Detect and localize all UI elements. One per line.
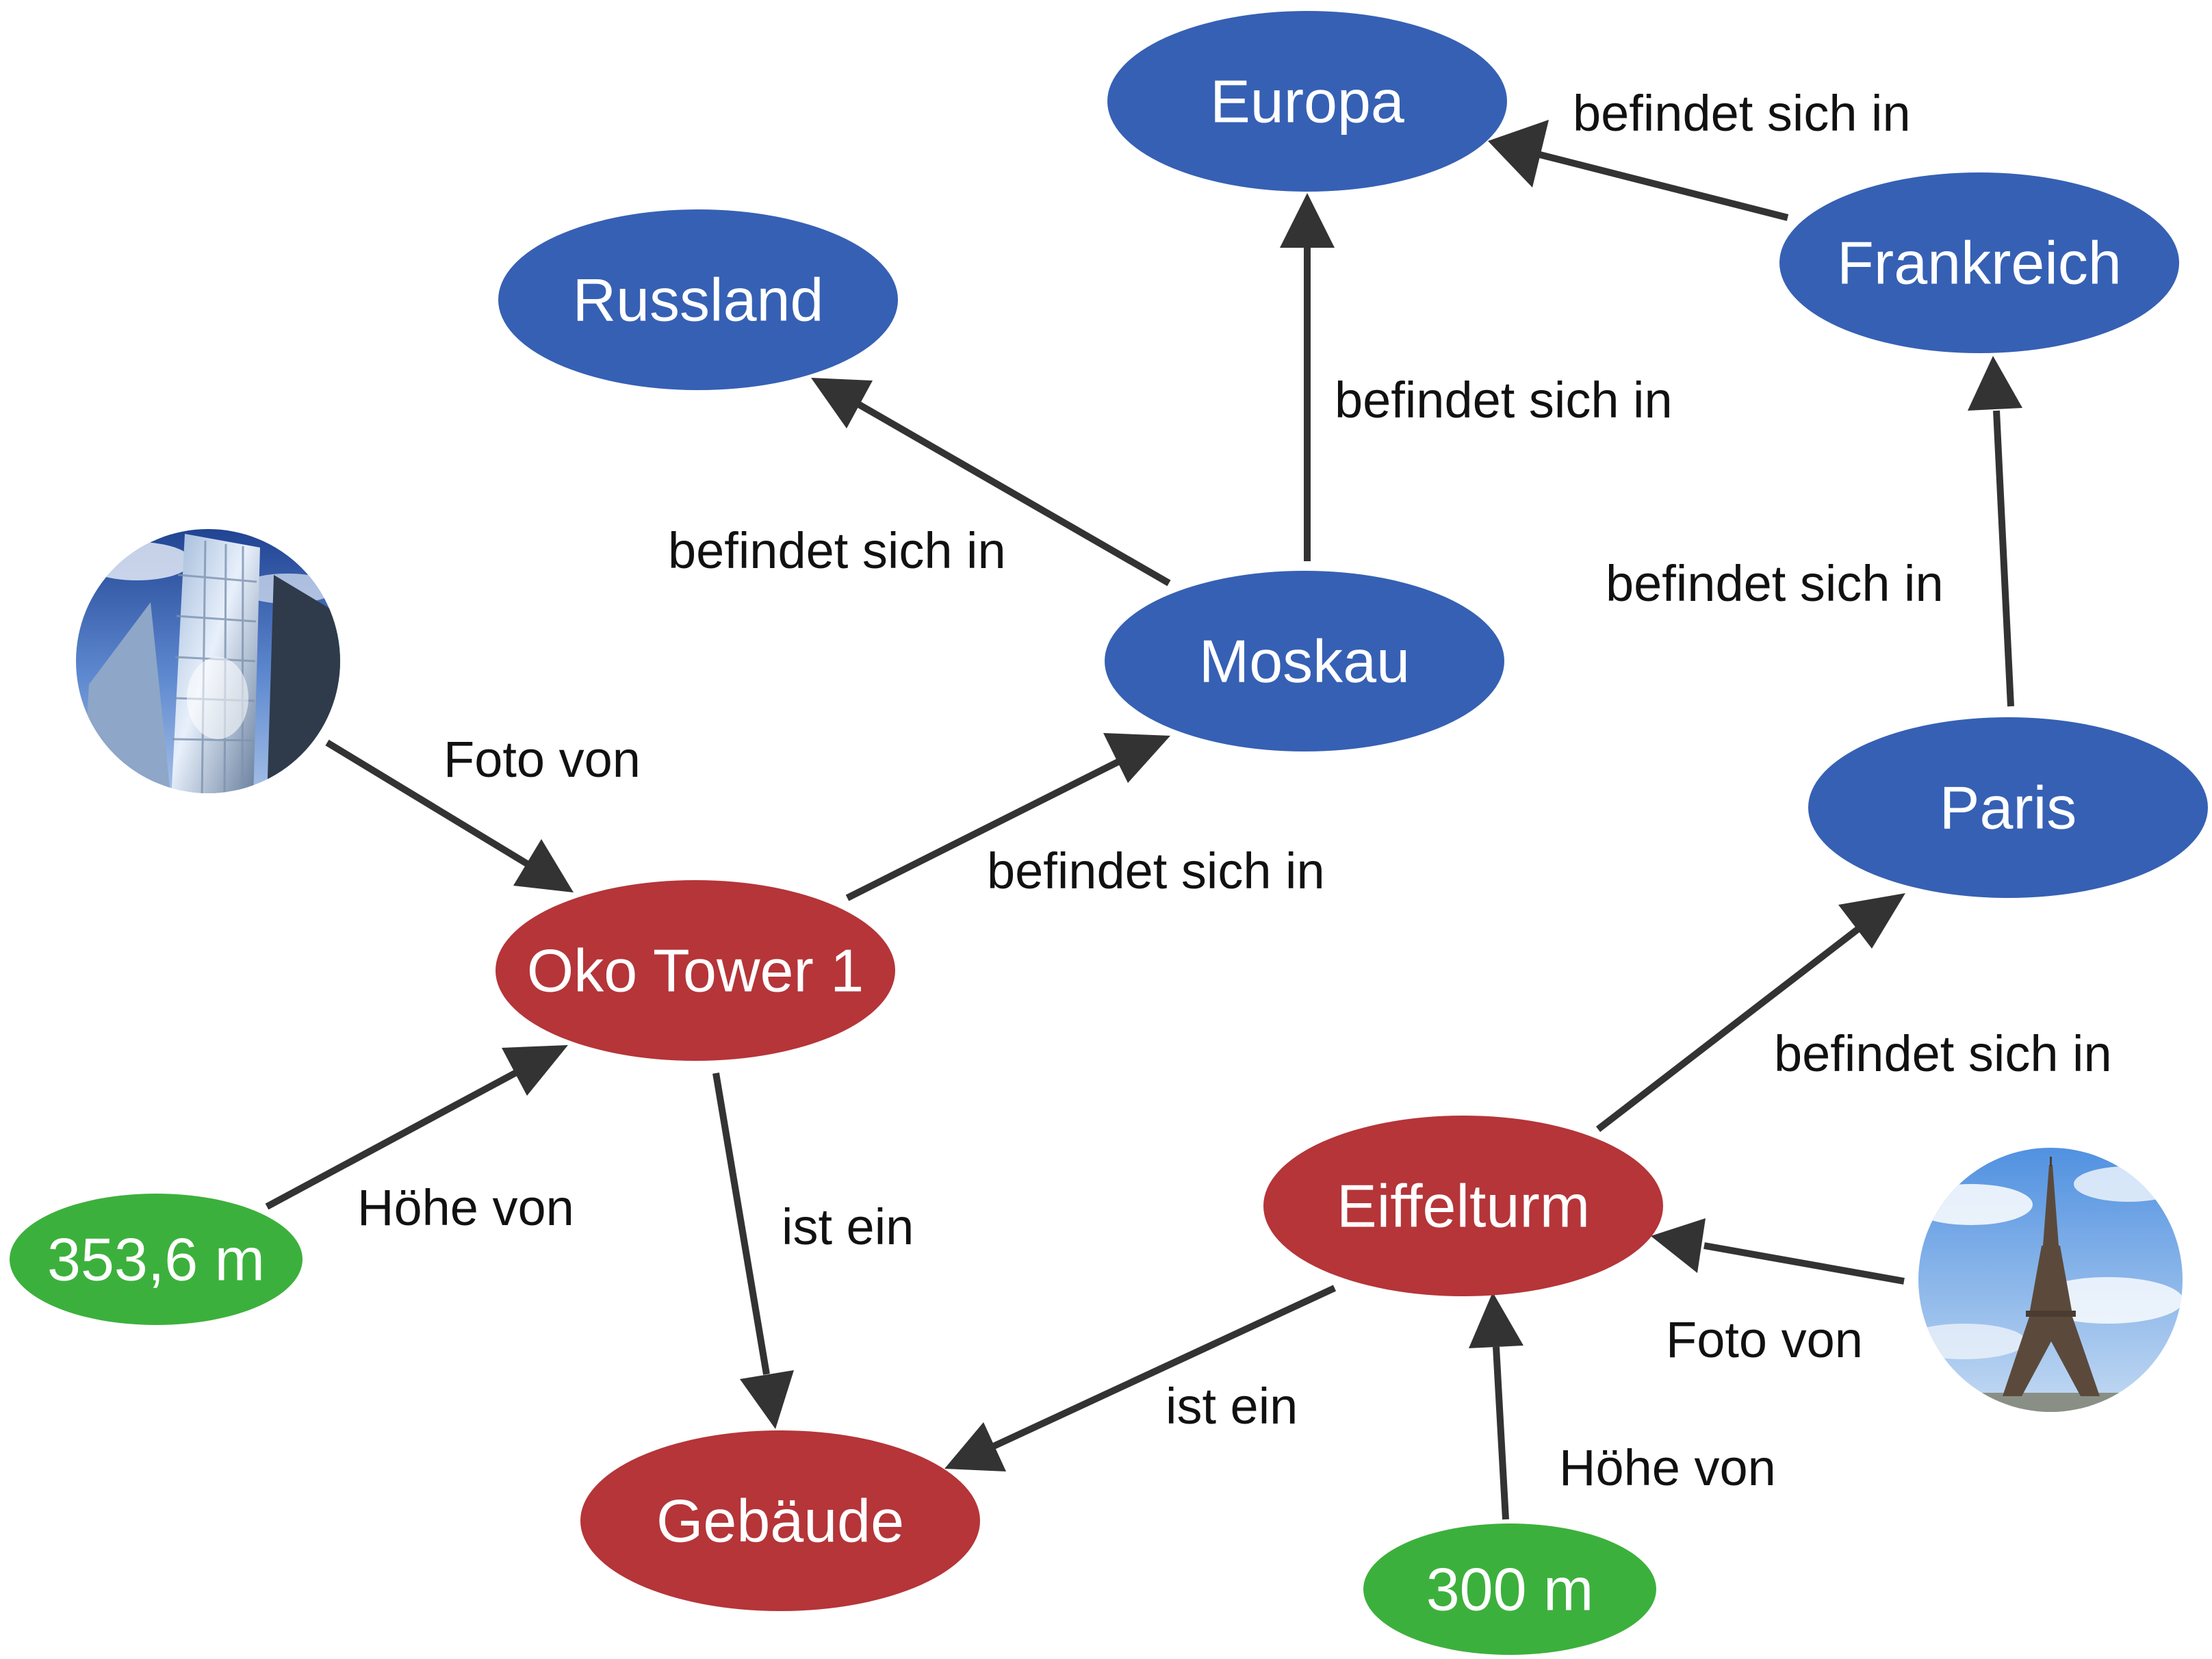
edge-moskau-russland [811,378,1171,587]
edge-label-paris-frankreich: befindet sich in [1606,555,1944,612]
edge-label-eiffel-gebaeude: ist ein [1166,1378,1298,1435]
node-label-hoehe-oko: 353,6 m [47,1226,265,1294]
edge-label-moskau-russland: befindet sich in [668,522,1006,579]
node-frankreich[interactable]: Frankreich [1779,172,2179,353]
node-hoehe-oko[interactable]: 353,6 m [10,1194,303,1325]
edge-label-frankreich-europa: befindet sich in [1573,85,1911,142]
edge-label-moskau-europa: befindet sich in [1335,372,1673,428]
edge-oko-moskau [845,733,1170,901]
edge-label-foto-eiffel: Foto von [1666,1311,1863,1368]
edge-label-hoehe-eiffel: Höhe von [1559,1439,1776,1496]
edge-foto-oko [325,739,574,892]
node-label-frankreich: Frankreich [1837,229,2122,297]
node-label-eiffelturm: Eiffelturm [1337,1172,1590,1240]
node-paris[interactable]: Paris [1808,717,2208,898]
node-label-hoehe-eiffel: 300 m [1426,1556,1594,1623]
edge-paris-frankreich [1968,356,2022,707]
node-label-russland: Russland [573,266,824,334]
edge-label-eiffel-paris: befindet sich in [1774,1025,2112,1082]
node-hoehe-eiffel[interactable]: 300 m [1363,1523,1656,1655]
edge-eiffel-paris [1595,893,1905,1132]
edge-hoehe-oko [265,1045,568,1210]
node-label-moskau: Moskau [1199,628,1410,695]
node-label-paris: Paris [1940,774,2077,842]
node-eiffelturm[interactable]: Eiffelturm [1263,1116,1663,1296]
node-label-oko-tower: Oko Tower 1 [527,937,864,1005]
edge-frankreich-europa [1488,120,1789,221]
node-label-gebaeude: Gebäude [656,1487,904,1555]
eiffel-tower-photo-icon[interactable] [1903,1140,2190,1420]
skyscraper-photo-icon[interactable] [68,520,349,801]
edge-eiffel-gebaeude [944,1285,1337,1471]
edge-label-foto-oko: Foto von [443,731,641,788]
edge-hoehe-eiffel [1469,1292,1523,1520]
node-gebaeude[interactable]: Gebäude [580,1430,980,1611]
edge-label-oko-gebaeude: ist ein [782,1198,914,1255]
node-label-europa: Europa [1210,68,1404,136]
edge-foto-eiffel [1651,1218,1905,1285]
edge-label-hoehe-oko: Höhe von [357,1179,574,1236]
edge-moskau-europa [1280,193,1335,561]
node-russland[interactable]: Russland [498,209,898,390]
node-moskau[interactable]: Moskau [1105,571,1504,751]
node-europa[interactable]: Europa [1107,11,1507,192]
edge-label-oko-moskau: befindet sich in [987,843,1325,899]
node-oko-tower[interactable]: Oko Tower 1 [496,880,895,1061]
edge-oko-gebaeude [712,1072,794,1429]
